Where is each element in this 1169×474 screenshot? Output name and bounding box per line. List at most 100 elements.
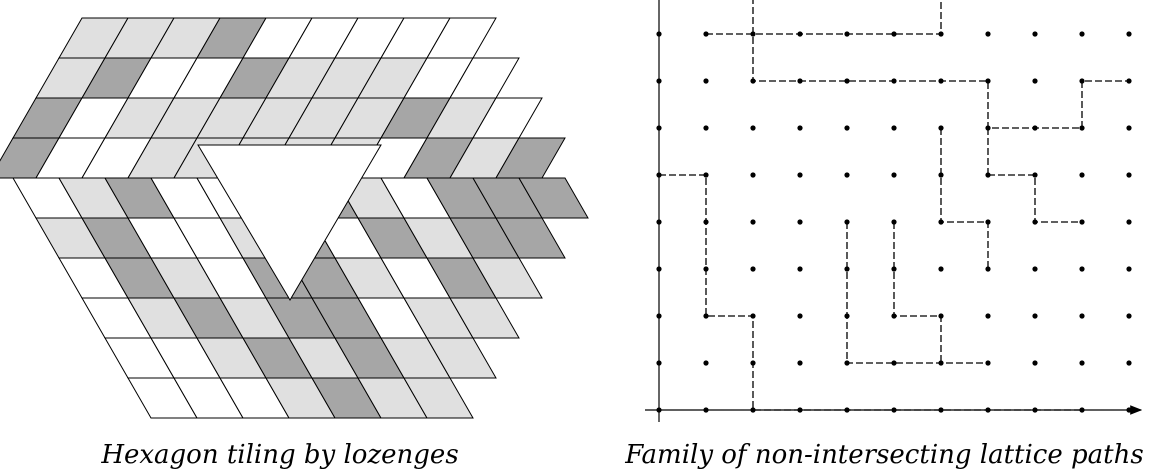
lattice-point: [1126, 31, 1132, 37]
lattice-point: [656, 266, 662, 272]
lattice-point: [1079, 172, 1085, 178]
lattice-point: [891, 360, 897, 366]
lattice-point: [938, 266, 944, 272]
lattice-point: [703, 31, 709, 37]
lattice-point: [1126, 219, 1132, 225]
lattice-point: [844, 125, 850, 131]
lattice-point: [656, 31, 662, 37]
lattice-point: [1032, 172, 1038, 178]
lattice-point: [1126, 266, 1132, 272]
lattice-point: [797, 125, 803, 131]
lattice-point: [1032, 266, 1038, 272]
lattice-point: [750, 125, 756, 131]
lattice-point: [1079, 31, 1085, 37]
lattice-path: [706, 33, 1129, 129]
lattice-point: [985, 219, 991, 225]
lattice-point: [1079, 360, 1085, 366]
lattice-point: [1079, 78, 1085, 84]
lattice-point: [891, 219, 897, 225]
lattice-point: [844, 31, 850, 37]
lattice-point: [750, 360, 756, 366]
lattice-point: [750, 219, 756, 225]
lattice-point: [938, 219, 944, 225]
lattice-point: [891, 313, 897, 319]
lattice-point: [891, 78, 897, 84]
lattice-point: [844, 219, 850, 225]
lattice-point: [797, 360, 803, 366]
lattice-path: [893, 222, 942, 363]
lattice-point: [750, 313, 756, 319]
lattice-point: [656, 125, 662, 131]
lattice-point: [1032, 313, 1038, 319]
lozenge-tile: [518, 177, 589, 219]
lattice-point: [703, 360, 709, 366]
lattice-path: [846, 222, 988, 364]
lattice-point: [1079, 125, 1085, 131]
lattice-point: [656, 78, 662, 84]
lattice-point: [938, 125, 944, 131]
lattice-point: [750, 407, 756, 413]
lattice-point: [985, 78, 991, 84]
lattice-point: [985, 407, 991, 413]
lattice-point: [844, 266, 850, 272]
lattice-point: [797, 266, 803, 272]
lattice-point: [938, 407, 944, 413]
right-caption: Family of non-intersecting lattice paths: [625, 440, 1144, 470]
lattice-point: [938, 313, 944, 319]
lattice-point: [797, 407, 803, 413]
lattice-point: [891, 125, 897, 131]
lattice-path: [988, 174, 1082, 223]
lattice-point: [844, 172, 850, 178]
lattice-point: [891, 266, 897, 272]
lattice-point: [985, 360, 991, 366]
lattice-path: [940, 128, 989, 269]
lattice-point: [1079, 407, 1085, 413]
lattice-point: [656, 407, 662, 413]
lattice-paths: [659, 0, 1129, 411]
lattice-point: [1126, 125, 1132, 131]
lattice-point: [656, 219, 662, 225]
lozenge-tile: [449, 297, 520, 339]
lattice-point: [844, 78, 850, 84]
lattice-point: [1126, 313, 1132, 319]
lozenge-tile: [426, 337, 497, 379]
lattice-point: [656, 313, 662, 319]
lattice-point: [1032, 360, 1038, 366]
lattice-point: [703, 78, 709, 84]
lozenge-tile: [495, 217, 566, 259]
lattice-point: [891, 172, 897, 178]
lattice-point: [703, 266, 709, 272]
lattice-point: [703, 125, 709, 131]
lozenge-tiling-diagram: [0, 17, 589, 419]
lattice-point: [1126, 172, 1132, 178]
lattice-point: [797, 313, 803, 319]
lattice-paths-panel: Family of non-intersecting lattice paths: [600, 0, 1169, 474]
lattice-point: [656, 172, 662, 178]
lattice-point: [985, 313, 991, 319]
lozenge-tile: [472, 257, 543, 299]
lattice-point: [891, 31, 897, 37]
lattice-point: [1079, 313, 1085, 319]
lattice-point: [985, 172, 991, 178]
lattice-point: [844, 407, 850, 413]
lattice-point: [750, 31, 756, 37]
lattice-point: [1032, 407, 1038, 413]
lozenge-tile: [403, 377, 474, 419]
lattice-point: [985, 31, 991, 37]
lattice-point: [1126, 407, 1132, 413]
lattice-point: [703, 172, 709, 178]
lattice-point: [750, 266, 756, 272]
lattice-point: [938, 360, 944, 366]
lattice-point: [797, 78, 803, 84]
central-hole: [197, 144, 382, 301]
lattice-point: [1032, 219, 1038, 225]
lattice-point: [1126, 78, 1132, 84]
lattice-point: [1032, 78, 1038, 84]
lattice-point: [703, 407, 709, 413]
lozenge-tiles: [0, 17, 589, 419]
lattice-point: [938, 31, 944, 37]
lattice-point: [891, 407, 897, 413]
lattice-point: [1079, 266, 1085, 272]
lattice-point: [750, 78, 756, 84]
lattice-point: [797, 172, 803, 178]
